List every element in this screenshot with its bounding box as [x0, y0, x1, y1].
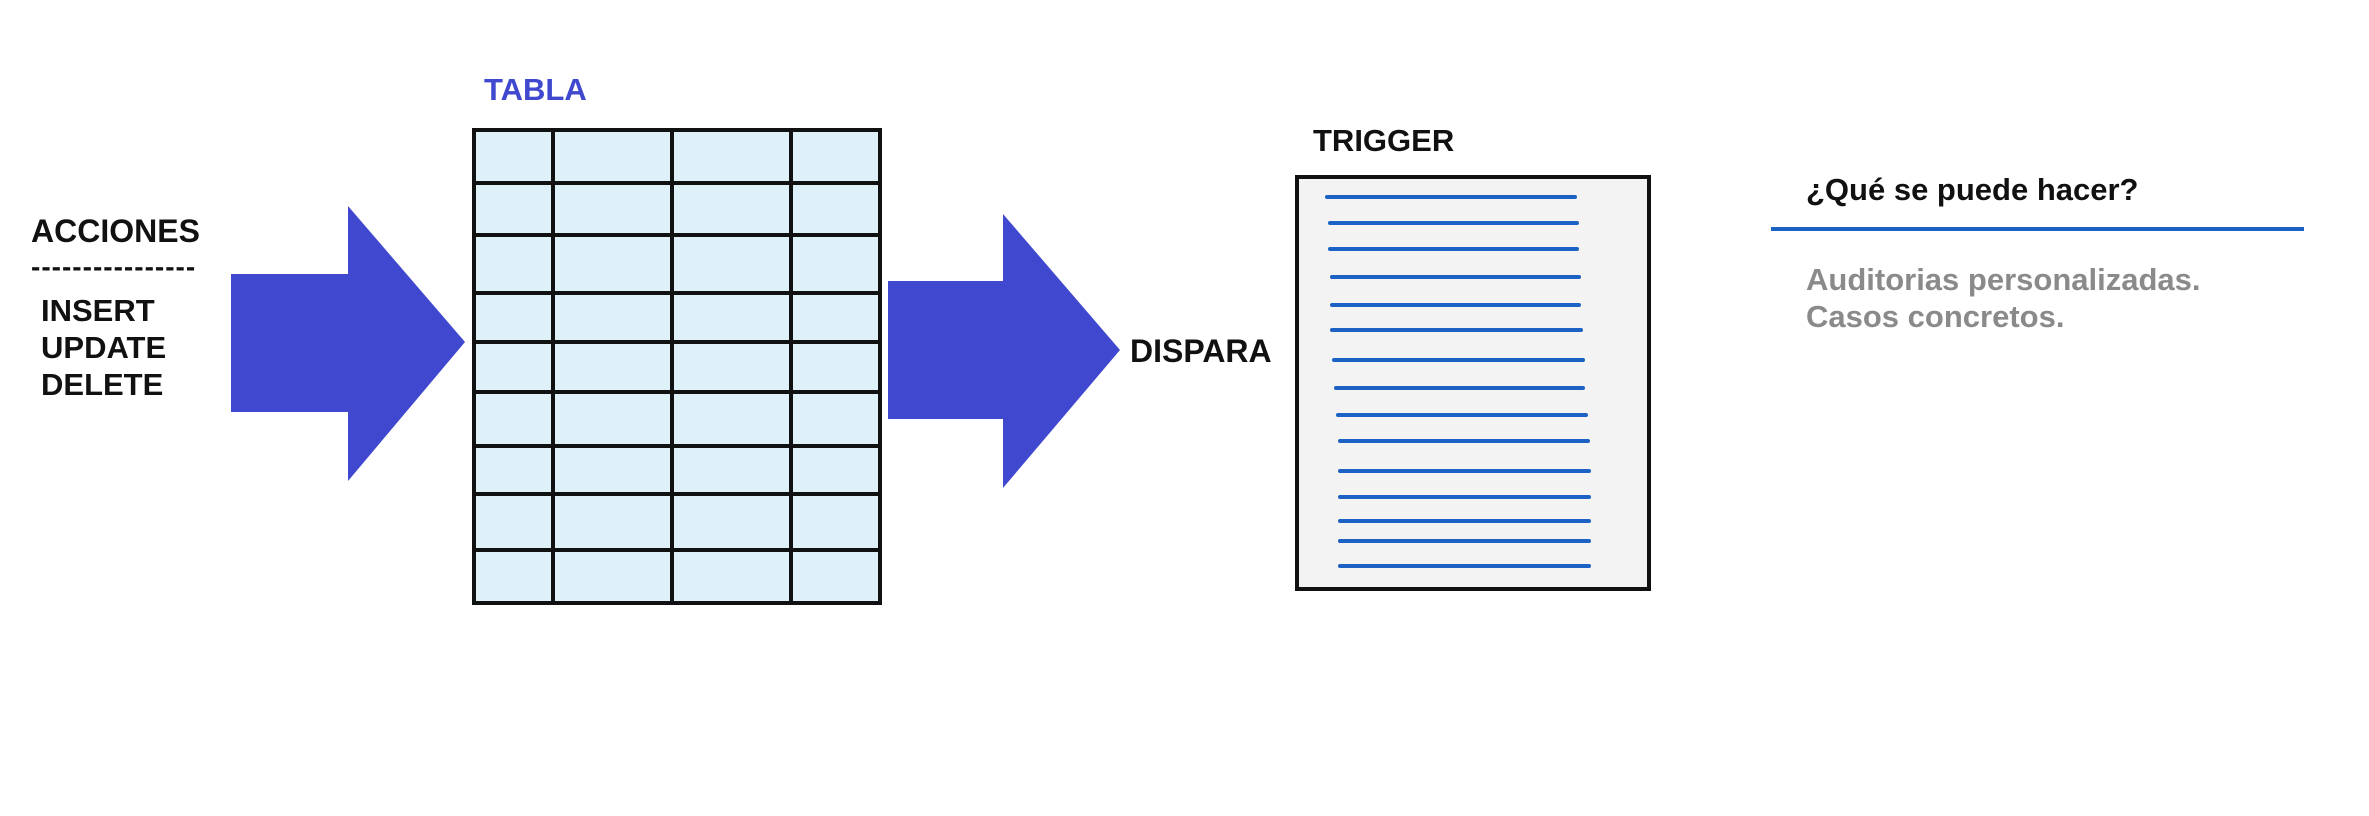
actions-arrow	[231, 206, 465, 481]
table-title: TABLA	[484, 72, 587, 107]
question-title: ¿Qué se puede hacer?	[1806, 172, 2139, 207]
actions-title: ACCIONES	[31, 213, 200, 249]
trigger-document	[1295, 175, 1651, 591]
actions-divider: ----------------	[31, 251, 197, 282]
answer-auditorias: Auditorias personalizadas.	[1806, 262, 2201, 297]
answer-casos: Casos concretos.	[1806, 299, 2065, 334]
dispara-arrow	[888, 214, 1120, 488]
table-frame	[472, 128, 882, 605]
question-underline	[1771, 227, 2304, 231]
trigger-title: TRIGGER	[1313, 123, 1455, 158]
dispara-label: DISPARA	[1130, 333, 1272, 369]
action-delete: DELETE	[41, 367, 164, 402]
answer-list: Auditorias personalizadas. Casos concret…	[1806, 261, 2201, 335]
action-update: UPDATE	[41, 330, 167, 365]
actions-list: INSERT UPDATE DELETE	[41, 292, 166, 403]
action-insert: INSERT	[41, 293, 155, 328]
